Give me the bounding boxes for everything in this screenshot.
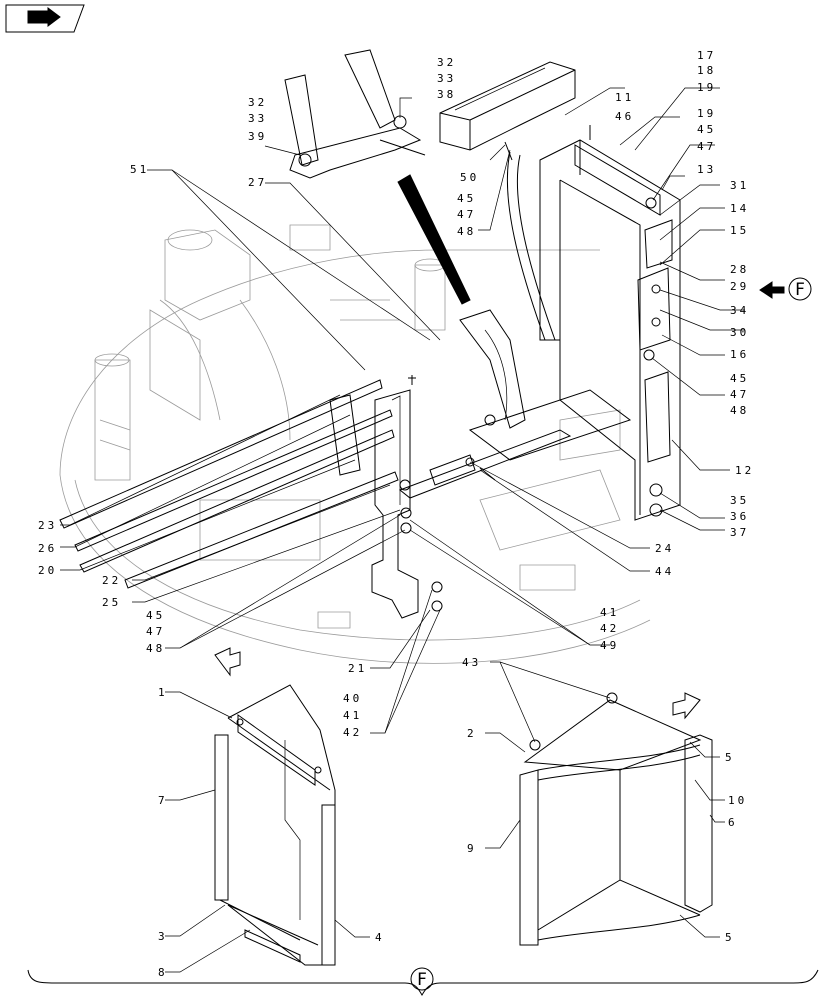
callout: 47 (146, 625, 165, 638)
callout: 47 (697, 140, 716, 153)
navigation-tab[interactable] (5, 4, 85, 33)
view-f-marker-bottom (410, 967, 434, 991)
callout: 7 (158, 794, 168, 807)
callout: 25 (102, 596, 121, 609)
view-f-arrow-icon (759, 281, 785, 299)
callout: 6 (728, 816, 738, 829)
callout: 24 (655, 542, 674, 555)
center-bracket (371, 375, 443, 619)
callout: 48 (457, 225, 476, 238)
callout: 10 (728, 794, 747, 807)
callout: 1 (158, 686, 168, 699)
direction-arrow-icon (672, 692, 701, 720)
callout: 27 (248, 176, 267, 189)
callout: 13 (697, 163, 716, 176)
assembly-arrow (397, 174, 471, 305)
callout: 31 (730, 179, 749, 192)
callout: 8 (158, 966, 168, 979)
callout: 20 (38, 564, 57, 577)
reservoir-tank (439, 61, 576, 161)
callout: 22 (102, 574, 121, 587)
cross-bracket (399, 429, 572, 499)
callout: 17 (697, 49, 716, 62)
callout: 2 (467, 727, 477, 740)
callout: 28 (730, 263, 749, 276)
callout: 42 (600, 622, 619, 635)
view-f-marker-right (788, 277, 812, 301)
callout: 19 (697, 81, 716, 94)
callout: 21 (348, 662, 367, 675)
callout: 16 (730, 348, 749, 361)
callout: 26 (38, 542, 57, 555)
callout: 48 (146, 642, 165, 655)
callout: 45 (457, 192, 476, 205)
callout: 48 (730, 404, 749, 417)
callout: 15 (730, 224, 749, 237)
callout: 12 (735, 464, 754, 477)
direction-arrow-icon (214, 647, 241, 677)
callout: 40 (343, 692, 362, 705)
callout: 34 (730, 304, 749, 317)
callout: 45 (730, 372, 749, 385)
callout: 5 (725, 751, 735, 764)
rear-support (459, 309, 632, 461)
callout: 33 (437, 72, 456, 85)
callout: 49 (600, 639, 619, 652)
callout: 32 (437, 56, 456, 69)
callout: 18 (697, 64, 716, 77)
callout: 4 (375, 931, 385, 944)
callout: 14 (730, 202, 749, 215)
callout: 36 (730, 510, 749, 523)
top-support-frame (284, 49, 426, 179)
callout: 42 (343, 726, 362, 739)
callout: 32 (248, 96, 267, 109)
callout: 23 (38, 519, 57, 532)
view-f-label-right: F (795, 280, 805, 300)
callout: 50 (460, 171, 479, 184)
callout: 43 (462, 656, 481, 669)
upperstructure-frame (59, 224, 651, 664)
callout: 47 (457, 208, 476, 221)
callout: 44 (655, 565, 674, 578)
callout: 35 (730, 494, 749, 507)
baffle-right (519, 692, 713, 946)
callout: 46 (615, 110, 634, 123)
callout: 19 (697, 107, 716, 120)
callout: 39 (248, 130, 267, 143)
callout: 5 (725, 931, 735, 944)
callout-labels: 32 33 38 32 33 39 17 18 19 11 46 19 45 4… (38, 49, 754, 979)
radiator-brackets (59, 379, 399, 589)
view-f-label-bottom: F (417, 970, 427, 990)
radiator-hose (506, 151, 556, 341)
callout: 30 (730, 326, 749, 339)
bottom-brace (27, 969, 819, 997)
callout: 41 (343, 709, 362, 722)
radiator-frame (539, 125, 681, 521)
callout: 47 (730, 388, 749, 401)
callout: 29 (730, 280, 749, 293)
callout: 37 (730, 526, 749, 539)
callout: 45 (697, 123, 716, 136)
leader-lines (60, 87, 745, 973)
callout: 9 (467, 842, 477, 855)
callout: 11 (615, 91, 634, 104)
callout: 38 (437, 88, 456, 101)
callout: 45 (146, 609, 165, 622)
callout: 41 (600, 606, 619, 619)
book-arrow-icon (27, 7, 61, 27)
callout: 3 (158, 930, 168, 943)
callout: 51 (130, 163, 149, 176)
callout: 33 (248, 112, 267, 125)
baffle-left (214, 684, 336, 966)
